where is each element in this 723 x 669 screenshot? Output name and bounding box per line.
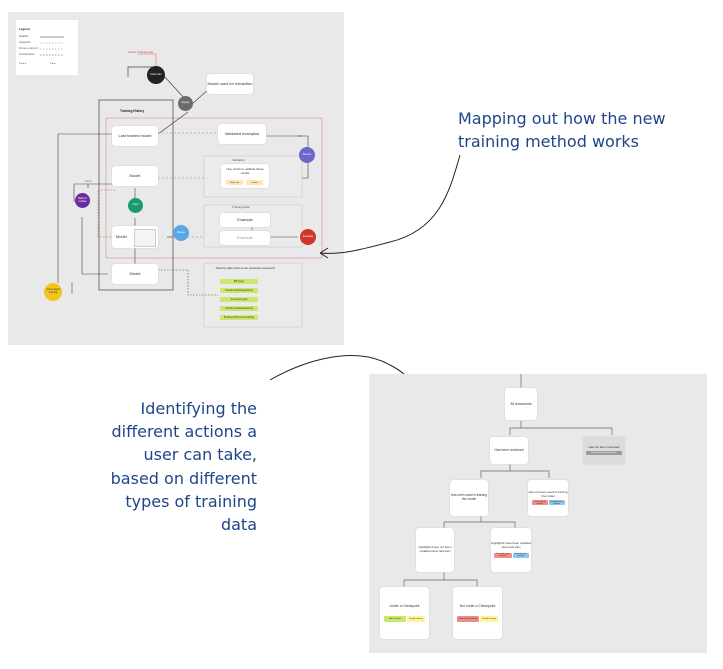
green-item[interactable]: Transfer (Vault/Clearance): [220, 306, 258, 311]
not-used-in-training-node[interactable]: Has not been used in training the model …: [528, 480, 568, 516]
legend-item: Overlap/option...: [19, 53, 37, 56]
updated-tag-train[interactable]: Train with new records: [493, 552, 512, 558]
red-small-label: Revert: [85, 180, 93, 183]
legend-item: Process output of...: [19, 47, 40, 50]
model-b-label: Model: [116, 233, 127, 239]
auto-trigger-circle: Auto-trigger training: [44, 283, 62, 301]
reuse-circle: Reuse: [173, 225, 189, 241]
under-checkpoint-node[interactable]: Under a Checkpoint Add to Model Disable …: [380, 587, 429, 639]
legend-line-samples: [40, 36, 64, 56]
not-under-checkpoint-node[interactable]: Not under a Checkpoint Remove from Model…: [453, 587, 502, 639]
train-circle: Train: [128, 198, 143, 213]
training-history-title: Training History: [120, 109, 145, 113]
cp-tag-disable[interactable]: Disable training: [407, 616, 425, 623]
last-trained-model-box: Last trained model: [112, 126, 158, 146]
back-to-update-circle: Back to update: [75, 193, 90, 208]
not-reviewed-tag[interactable]: Review and/or mark for train: [586, 451, 622, 456]
ncp-tag-disable[interactable]: Disable training: [480, 616, 498, 623]
legend-item: Usage/Sel...: [19, 41, 33, 44]
green-item[interactable]: Bill (type): [220, 279, 258, 284]
under-checkpoint-actions: Add to Model Disable training: [384, 616, 425, 623]
legend-footer-left: X ▸ ▸ ▸: [19, 62, 27, 65]
not-used-tag-exclude[interactable]: Exclude from training: [548, 500, 565, 506]
not-used-actions: Train with all records Exclude from trai…: [531, 500, 565, 506]
evaluate-circle: Evaluate: [300, 229, 316, 245]
not-reviewed-node[interactable]: Has not been reviewed Review and/or mark…: [583, 437, 625, 464]
annotation-top-arrow: [319, 154, 461, 259]
example-box-2: Example: [220, 231, 270, 245]
review-circle: Review: [299, 147, 315, 163]
not-under-checkpoint-actions: Remove from Model Disable training: [457, 616, 498, 623]
validation-text: Hire words to validate these results: [226, 167, 264, 175]
used-in-training-node[interactable]: Has been used in training the model: [450, 480, 488, 516]
under-checkpoint-label: Under a Checkpoint: [389, 603, 420, 608]
validated-examples-box: Validated examples: [218, 124, 266, 144]
annotation-bottom: Identifying the different actions a user…: [110, 399, 257, 534]
ncp-tag-remove[interactable]: Remove from Model: [457, 616, 479, 623]
annotation-top: Mapping out how the new training method …: [458, 109, 666, 152]
click-train-circle: Click train: [147, 66, 165, 84]
highlights-updated-actions: Train with new records Exclude from trai…: [493, 552, 529, 558]
model-used-box: Model used for extraction: [207, 74, 253, 94]
updated-tag-exclude[interactable]: Exclude from training: [512, 552, 529, 558]
green-item[interactable]: Accounting (ah): [220, 297, 258, 302]
has-been-reviewed-node[interactable]: Has been reviewed: [490, 437, 528, 464]
green-item[interactable]: B-Store (Pull-Lemond Store): [220, 315, 258, 320]
model-box-a: Model: [112, 166, 158, 186]
legend-item: Dataflow: [19, 35, 29, 38]
cp-tag-add[interactable]: Add to Model: [384, 616, 406, 623]
highlights-updated-label: Highlights have been updated since last …: [491, 541, 531, 549]
val-tag-untrain[interactable]: Untrain: [246, 180, 263, 185]
example-box-1: Example: [220, 213, 270, 227]
deploy-circle: Deploy: [178, 96, 193, 111]
all-documents-node[interactable]: All documents: [505, 388, 537, 420]
highlights-updated-node[interactable]: Highlights have been updated since last …: [491, 528, 531, 572]
validation-title: Validation: [232, 158, 245, 162]
not-used-label: Has not been used in training the model: [528, 489, 568, 498]
top-red-label: Results of training Data: [128, 51, 153, 54]
highlights-not-updated-node[interactable]: Highlights have not been updated since l…: [416, 528, 454, 572]
not-reviewed-label: Has not been reviewed: [588, 444, 620, 449]
val-tag-make-real[interactable]: Make real: [226, 180, 243, 185]
model-box-c: Model: [112, 264, 158, 284]
training-data-title: Training data: [232, 205, 250, 209]
model-b-thumbnail: [134, 229, 156, 247]
legend-footer-right: C ▸ ▸: [50, 62, 56, 65]
legend-title: Legend: [19, 27, 30, 31]
board1-connectors: [16, 20, 323, 328]
board2-tree-lines: [403, 374, 613, 587]
green-item[interactable]: Transfer (Exchange/Store): [220, 288, 258, 293]
training-data-list-title: Training data (with some examples select…: [215, 266, 275, 270]
not-under-checkpoint-label: Not under a Checkpoint: [459, 603, 496, 608]
not-used-tag-train[interactable]: Train with all records: [531, 500, 548, 506]
